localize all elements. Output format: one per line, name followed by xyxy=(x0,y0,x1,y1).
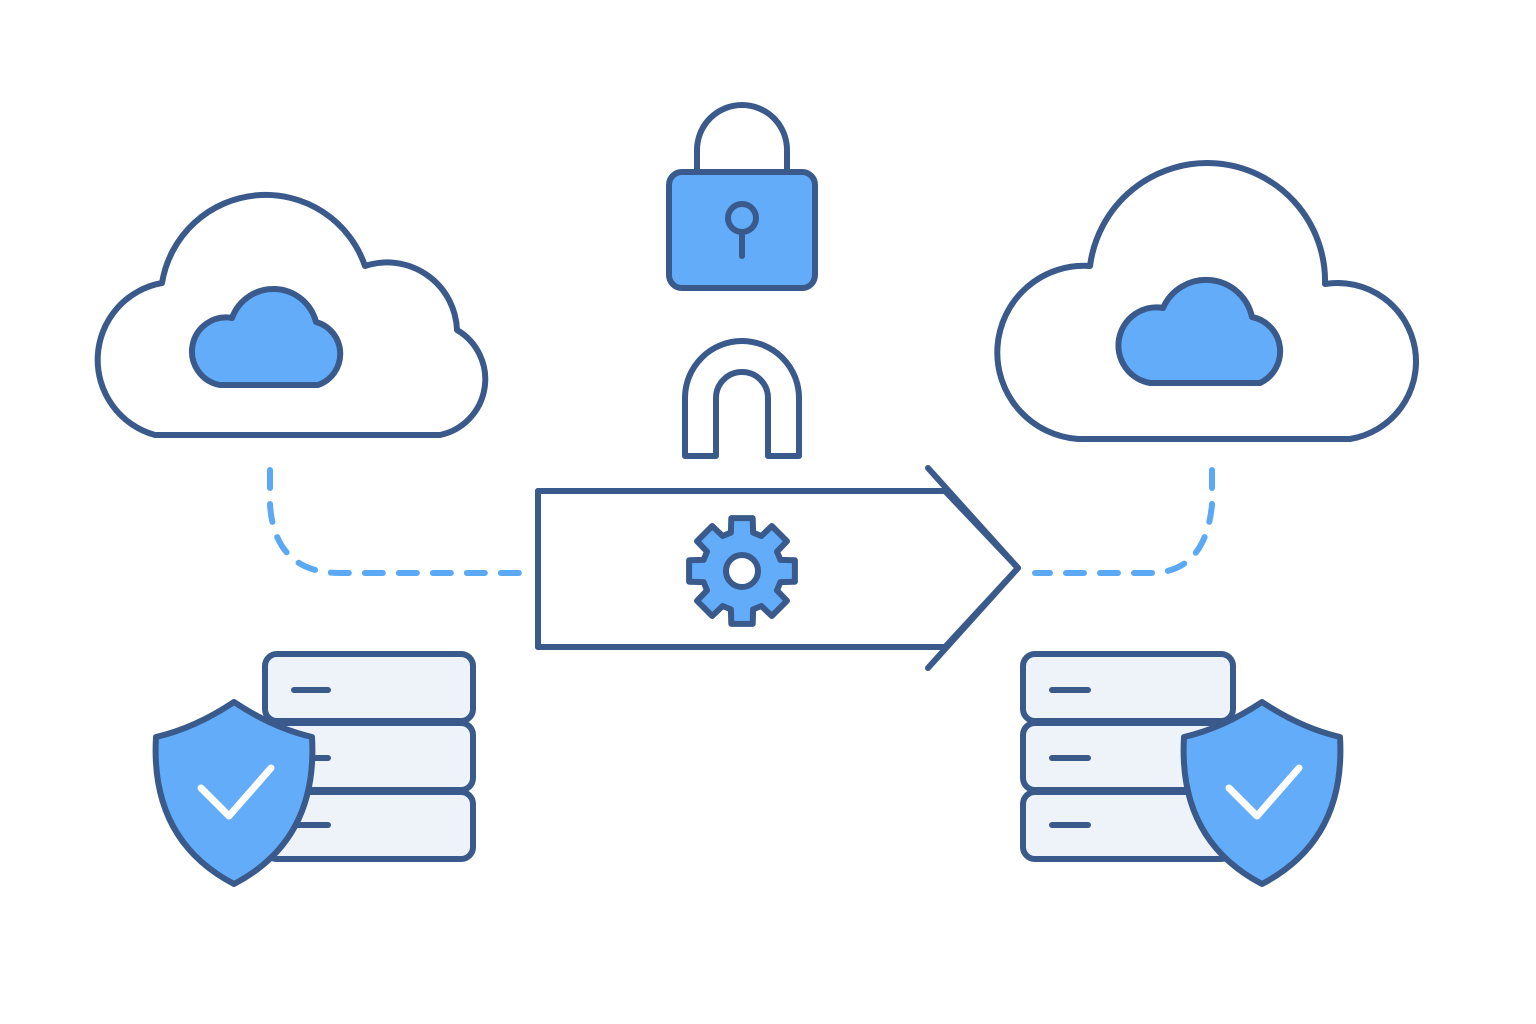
left-cloud-icon xyxy=(94,191,489,438)
gear-icon xyxy=(686,515,798,627)
right-cloud-icon xyxy=(994,160,1419,442)
left-connector xyxy=(267,467,528,576)
right-shield-check-icon xyxy=(1180,699,1344,887)
magnet-icon xyxy=(682,338,802,459)
left-shield-check-icon xyxy=(152,699,316,887)
right-connector xyxy=(1032,467,1215,576)
right-server-icon xyxy=(1020,651,1236,862)
lock-icon xyxy=(666,102,818,291)
